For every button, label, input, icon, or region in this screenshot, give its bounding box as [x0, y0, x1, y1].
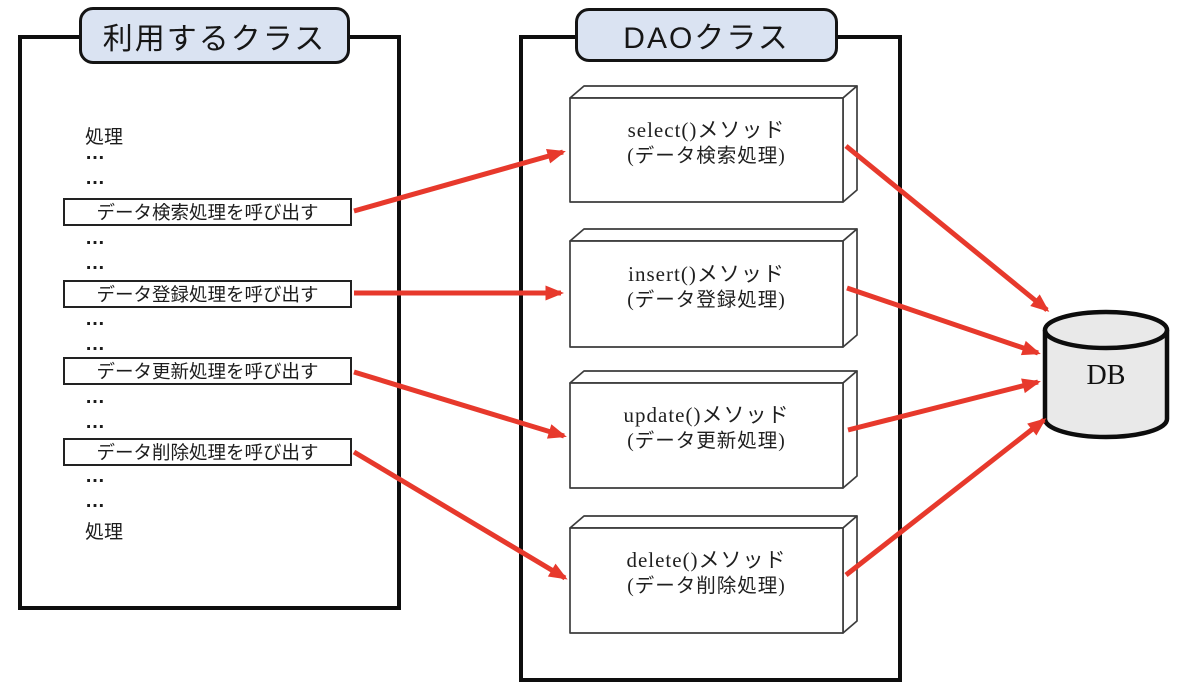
arrow-search-to-select	[353, 148, 566, 214]
client-class-panel-title-label: 利用するクラス	[102, 22, 327, 56]
method-name: update()メソッド	[623, 403, 790, 427]
method-box-select: select()メソッド (データ検索処理)	[570, 98, 843, 202]
method-box-delete-shape	[569, 515, 858, 634]
method-box-delete: delete()メソッド (データ削除処理)	[570, 528, 843, 633]
ellipsis-line: …	[85, 386, 107, 408]
ellipsis-line: …	[85, 333, 107, 355]
ellipsis-line: …	[85, 490, 107, 512]
ellipsis-line: …	[85, 411, 107, 433]
arrow-update-to-db	[847, 378, 1041, 433]
process-label-bottom: 処理	[85, 522, 124, 543]
method-name: select()メソッド	[627, 117, 786, 142]
method-desc: (データ更新処理)	[627, 431, 786, 452]
db-label: DB	[1086, 360, 1126, 391]
client-class-panel-title: 利用するクラス	[79, 7, 350, 64]
ellipsis-line: …	[85, 167, 107, 189]
db-cylinder	[1042, 309, 1170, 440]
arrow-update-to-update	[353, 369, 567, 439]
ellipsis-line: …	[85, 227, 107, 249]
method-desc: (データ検索処理)	[627, 145, 786, 167]
arrow-select-to-db	[844, 144, 1050, 312]
call-box-search: データ検索処理を呼び出す	[63, 198, 352, 226]
call-box-register: データ登録処理を呼び出す	[63, 280, 352, 308]
method-box-update: update()メソッド (データ更新処理)	[570, 383, 843, 488]
call-box-delete-label: データ削除処理を呼び出す	[96, 442, 319, 463]
method-name: delete()メソッド	[626, 548, 787, 572]
method-box-update-shape	[569, 370, 858, 489]
arrow-delete-to-db	[844, 418, 1047, 577]
ellipsis-line: …	[85, 465, 107, 487]
call-box-update: データ更新処理を呼び出す	[63, 357, 352, 385]
ellipsis-line: …	[85, 308, 107, 330]
ellipsis-line: …	[85, 142, 107, 164]
dao-class-panel-title-label: DAOクラス	[623, 22, 790, 55]
method-box-select-shape	[569, 85, 858, 203]
arrow-delete-to-delete	[352, 449, 568, 581]
dao-class-panel-title: DAOクラス	[575, 8, 838, 62]
method-box-insert: insert()メソッド (データ登録処理)	[570, 241, 843, 347]
call-box-register-label: データ登録処理を呼び出す	[96, 284, 319, 305]
call-box-delete: データ削除処理を呼び出す	[63, 438, 352, 466]
ellipsis-line: …	[85, 252, 107, 274]
method-box-insert-shape	[569, 228, 858, 348]
call-box-search-label: データ検索処理を呼び出す	[96, 202, 319, 223]
call-box-update-label: データ更新処理を呼び出す	[96, 361, 319, 382]
method-desc: (データ削除処理)	[627, 576, 786, 597]
arrow-insert-to-db	[846, 285, 1041, 356]
method-name: insert()メソッド	[628, 261, 785, 286]
process-label-top: 処理	[85, 127, 124, 148]
method-desc: (データ登録処理)	[627, 289, 786, 311]
